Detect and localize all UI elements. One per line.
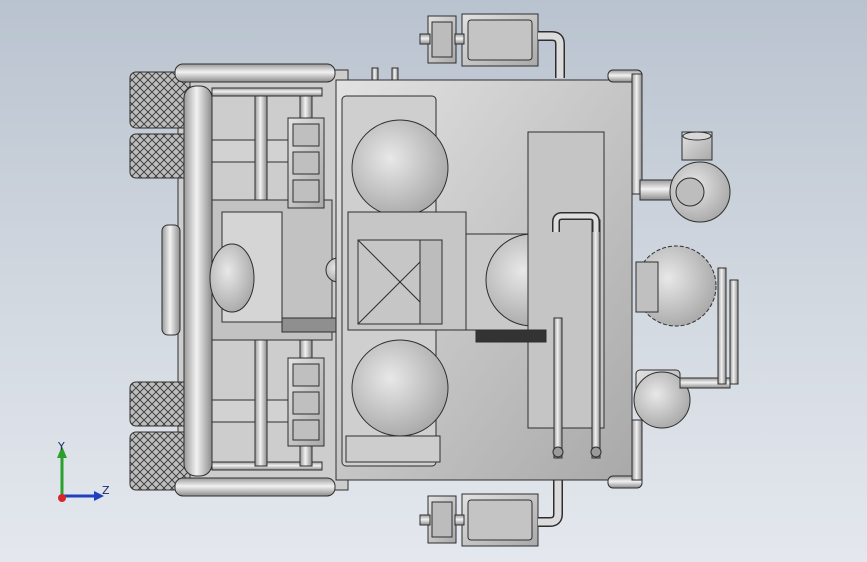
x-axis-dot <box>58 494 66 502</box>
right-accessories <box>633 131 739 429</box>
y-axis-label: Y <box>58 440 65 453</box>
bottom-cooler-unit <box>419 480 563 547</box>
main-housing <box>335 69 643 489</box>
z-axis-label: Z <box>102 484 110 497</box>
z-axis-arrowhead <box>94 491 104 501</box>
triad-axes <box>57 446 104 502</box>
y-axis-arrowhead <box>57 446 67 458</box>
coordinate-triad: Y Z <box>44 436 124 516</box>
top-cooler-unit <box>419 13 565 78</box>
chassis-left <box>129 63 399 497</box>
